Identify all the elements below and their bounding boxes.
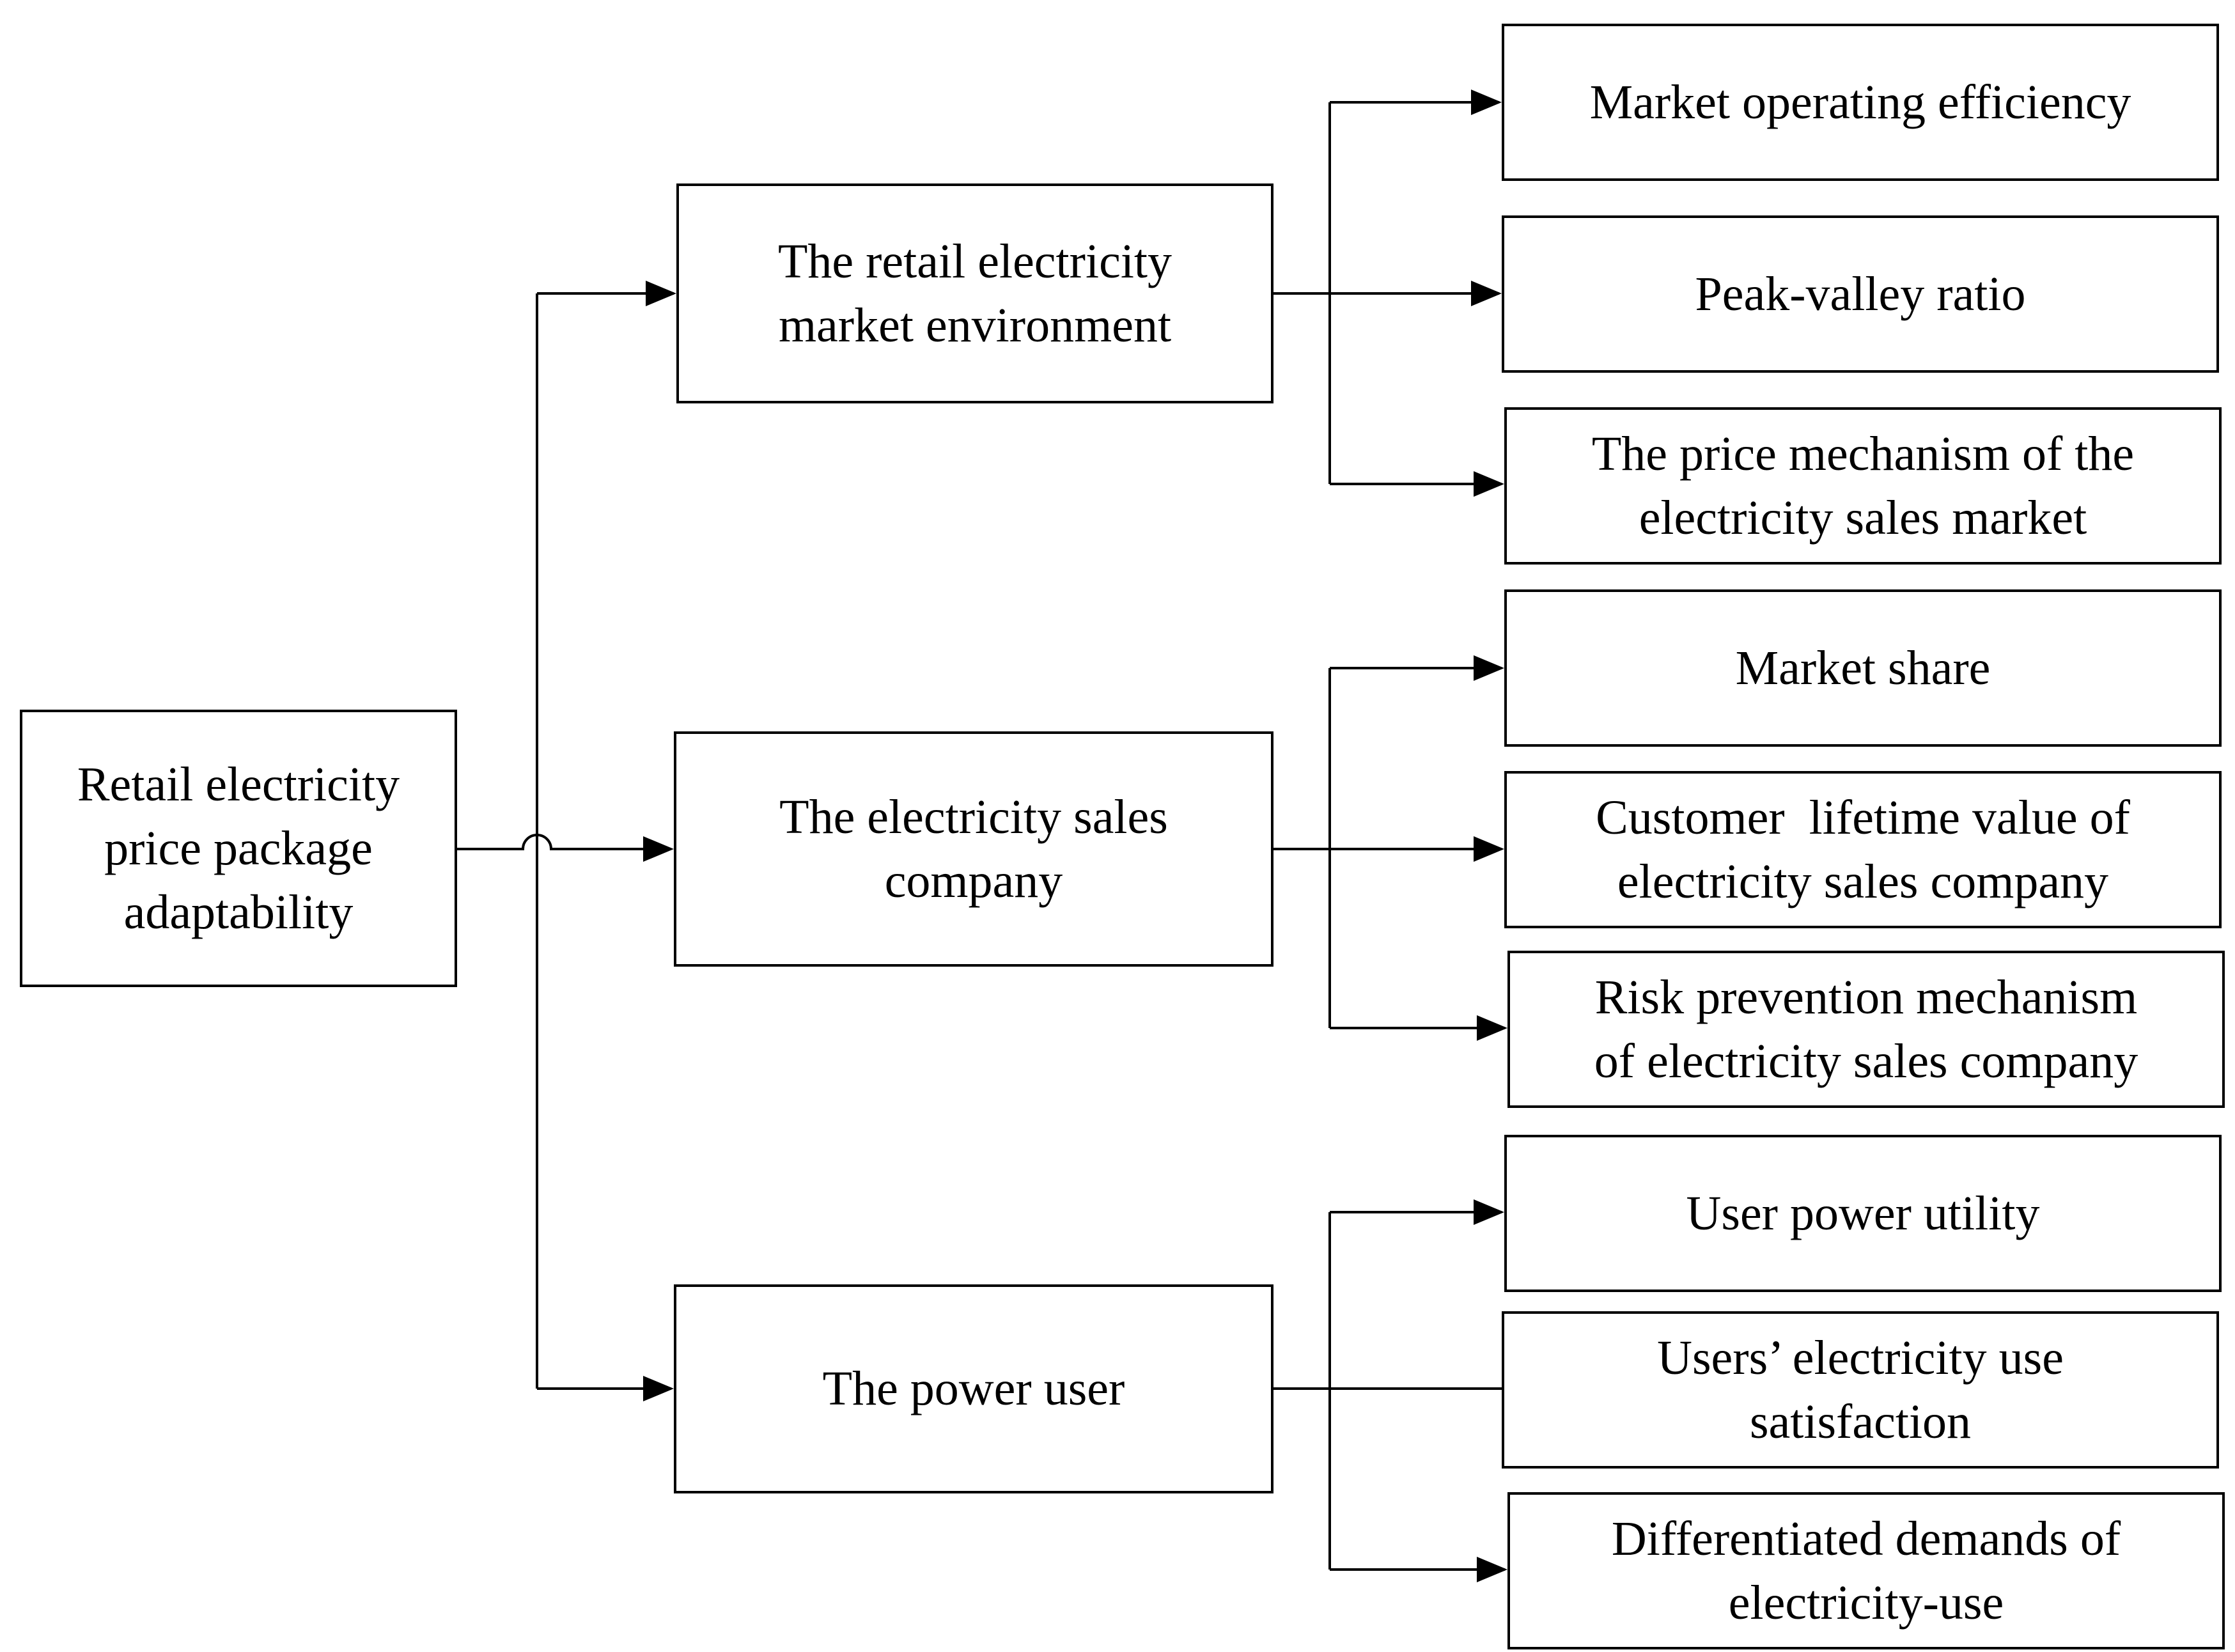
indicator-market-share: Market share xyxy=(1504,589,2222,747)
dimension-2-label-line-2: company xyxy=(884,854,1063,908)
root-node: Retail electricity price package adaptab… xyxy=(20,710,457,987)
indicator-differentiated-demands: Differentiated demands of electricity-us… xyxy=(1507,1492,2225,1649)
indicator-label: Market share xyxy=(1735,641,1991,695)
indicator-label: Peak-valley ratio xyxy=(1695,267,2026,321)
indicator-label-line-1: Differentiated demands of xyxy=(1611,1511,2121,1566)
indicator-label-line-1: Customer lifetime value of xyxy=(1596,790,2130,845)
indicator-label-line-2: electricity sales company xyxy=(1617,855,2109,908)
indicator-label-line-2: electricity sales market xyxy=(1639,491,2087,545)
indicator-risk-prevention-mechanism: Risk prevention mechanism of electricity… xyxy=(1507,951,2225,1108)
dimension-1-label-line-1: The retail electricity xyxy=(777,234,1172,288)
indicator-label-line-2: of electricity sales company xyxy=(1594,1034,2138,1088)
dimension-node-power-user: The power user xyxy=(674,1284,1273,1493)
indicator-user-satisfaction: Users’ electricity use satisfaction xyxy=(1502,1311,2219,1469)
indicator-label-line-1: Users’ electricity use xyxy=(1657,1330,2064,1385)
indicator-label-line-1: Risk prevention mechanism xyxy=(1594,970,2138,1024)
dimension-node-market-environment: The retail electricity market environmen… xyxy=(676,183,1273,403)
connector-root-to-dimension-2 xyxy=(457,834,674,862)
indicator-customer-lifetime-value: Customer lifetime value of electricity s… xyxy=(1504,771,2222,928)
dimension-2-label-line-1: The electricity sales xyxy=(779,790,1168,844)
indicator-peak-valley-ratio: Peak-valley ratio xyxy=(1502,215,2219,373)
dimension-node-sales-company: The electricity sales company xyxy=(674,731,1273,967)
root-label-line-2: price package xyxy=(104,821,373,875)
indicator-label: User power utility xyxy=(1686,1186,2040,1240)
indicator-label-line-1: The price mechanism of the xyxy=(1591,426,2135,481)
indicator-market-operating-efficiency: Market operating efficiency xyxy=(1502,24,2219,181)
root-label-line-3: adaptability xyxy=(123,885,354,940)
indicator-user-power-utility: User power utility xyxy=(1504,1135,2222,1292)
indicator-label-line-2: electricity-use xyxy=(1728,1576,2004,1630)
root-label-line-1: Retail electricity xyxy=(77,757,400,811)
dimension-3-label-line-1: The power user xyxy=(822,1362,1125,1416)
dimension-1-label-line-2: market environment xyxy=(778,299,1172,352)
indicator-label: Market operating efficiency xyxy=(1589,75,2131,129)
indicator-label-line-2: satisfaction xyxy=(1749,1395,1972,1449)
indicator-price-mechanism: The price mechanism of the electricity s… xyxy=(1504,407,2222,565)
